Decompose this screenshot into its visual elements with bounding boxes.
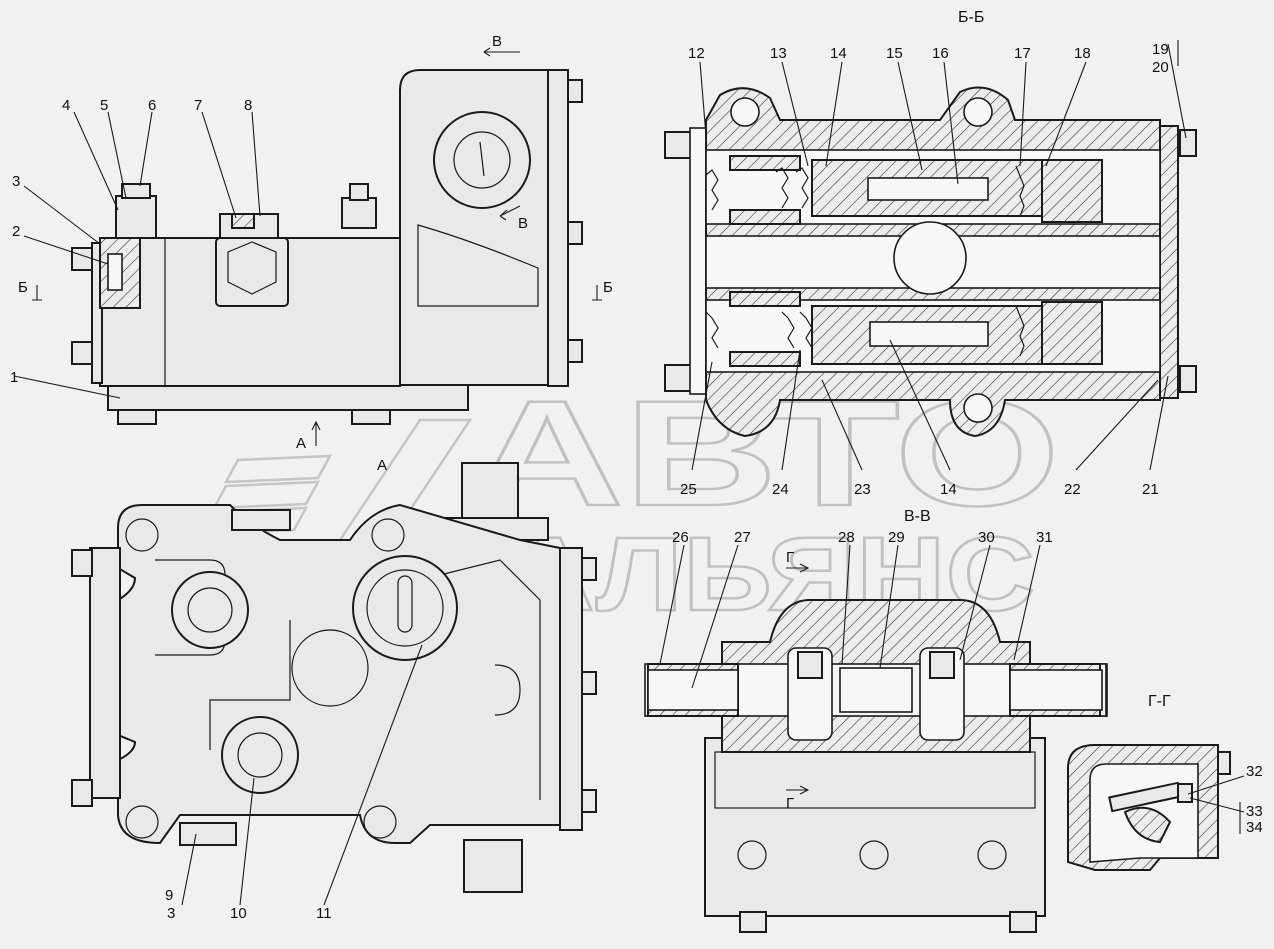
springs-bb — [705, 165, 1025, 357]
section-title-vv: В-В — [904, 508, 931, 525]
callout-22: 22 — [1064, 481, 1081, 498]
callout-6: 6 — [148, 97, 156, 114]
callout-3b: 3 — [167, 905, 175, 922]
callout-33: 33 — [1246, 803, 1263, 820]
callout-27: 27 — [734, 529, 751, 546]
callout-23: 23 — [854, 481, 871, 498]
view-marker-v-top: В — [492, 33, 502, 50]
section-vv: В-В Г Г 26 27 28 29 30 31 — [644, 508, 1108, 933]
section-title-bb: Б-Б — [958, 9, 984, 26]
callout-29: 29 — [888, 529, 905, 546]
callout-14: 14 — [830, 45, 847, 62]
callout-10: 10 — [230, 905, 247, 922]
callout-17: 17 — [1014, 45, 1031, 62]
callout-34: 34 — [1246, 819, 1263, 836]
callout-21: 21 — [1142, 481, 1159, 498]
view-a: А 9 3 10 11 — [71, 457, 597, 922]
callout-18: 18 — [1074, 45, 1091, 62]
callout-5: 5 — [100, 97, 108, 114]
section-bb: Б-Б — [664, 9, 1197, 498]
callout-8: 8 — [244, 97, 252, 114]
callout-15: 15 — [886, 45, 903, 62]
callout-28: 28 — [838, 529, 855, 546]
callout-7: 7 — [194, 97, 202, 114]
callout-16: 16 — [932, 45, 949, 62]
view-marker-b-right: Б — [603, 279, 613, 296]
callout-19: 19 — [1152, 41, 1169, 58]
view-marker-b-left: Б — [18, 279, 28, 296]
callout-2: 2 — [12, 223, 20, 240]
view-marker-g-top: Г — [786, 549, 794, 566]
callout-31: 31 — [1036, 529, 1053, 546]
callout-24: 24 — [772, 481, 789, 498]
view-marker-v-side: В — [518, 215, 528, 232]
view-marker-a-view: А — [377, 457, 387, 474]
callout-11: 11 — [316, 905, 332, 922]
view-marker-a-arrow: А — [296, 435, 306, 452]
callout-32: 32 — [1246, 763, 1263, 780]
callout-26: 26 — [672, 529, 689, 546]
callout-12: 12 — [688, 45, 705, 62]
callout-13: 13 — [770, 45, 787, 62]
section-gg: Г-Г 32 33 34 — [1067, 693, 1263, 871]
view-marker-g-bottom: Г — [786, 795, 794, 812]
callout-1: 1 — [10, 369, 18, 386]
callout-9: 9 — [165, 887, 173, 904]
side-view: В В Б Б А 1 2 3 4 5 6 7 8 — [10, 33, 613, 452]
callout-4: 4 — [62, 97, 70, 114]
callout-30: 30 — [978, 529, 995, 546]
callout-20: 20 — [1152, 59, 1169, 76]
callout-3: 3 — [12, 173, 20, 190]
callout-14b: 14 — [940, 481, 957, 498]
callout-25: 25 — [680, 481, 697, 498]
section-title-gg: Г-Г — [1148, 693, 1171, 710]
